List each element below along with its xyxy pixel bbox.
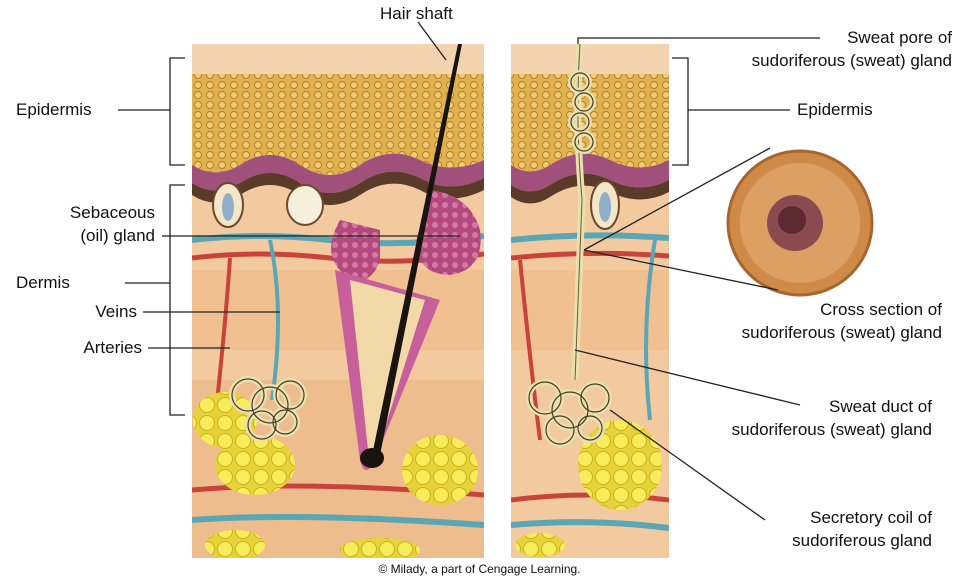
label-hair-shaft: Hair shaft — [380, 4, 453, 24]
copyright-credit: © Milady, a part of Cengage Learning. — [0, 562, 959, 576]
label-secretory-1: Secretory coil of — [680, 508, 932, 528]
label-epidermis-left: Epidermis — [16, 100, 92, 120]
label-sweat-pore-2: sudoriferous (sweat) gland — [680, 51, 952, 71]
label-sweat-duct-2: sudoriferous (sweat) gland — [680, 420, 932, 440]
label-veins: Veins — [0, 302, 137, 322]
label-sweat-pore-1: Sweat pore of — [680, 28, 952, 48]
label-epidermis-right: Epidermis — [797, 100, 873, 120]
label-sebaceous-2: (oil) gland — [0, 226, 155, 246]
label-cross-section-1: Cross section of — [680, 300, 942, 320]
label-arteries: Arteries — [0, 338, 142, 358]
label-sweat-duct-1: Sweat duct of — [680, 397, 932, 417]
left-skin-block — [192, 44, 484, 562]
right-skin-block — [511, 44, 669, 558]
label-secretory-2: sudoriferous gland — [680, 531, 932, 551]
label-dermis: Dermis — [16, 273, 70, 293]
cross-section-circle — [728, 151, 872, 295]
label-cross-section-2: sudoriferous (sweat) gland — [680, 323, 942, 343]
label-sebaceous-1: Sebaceous — [0, 203, 155, 223]
